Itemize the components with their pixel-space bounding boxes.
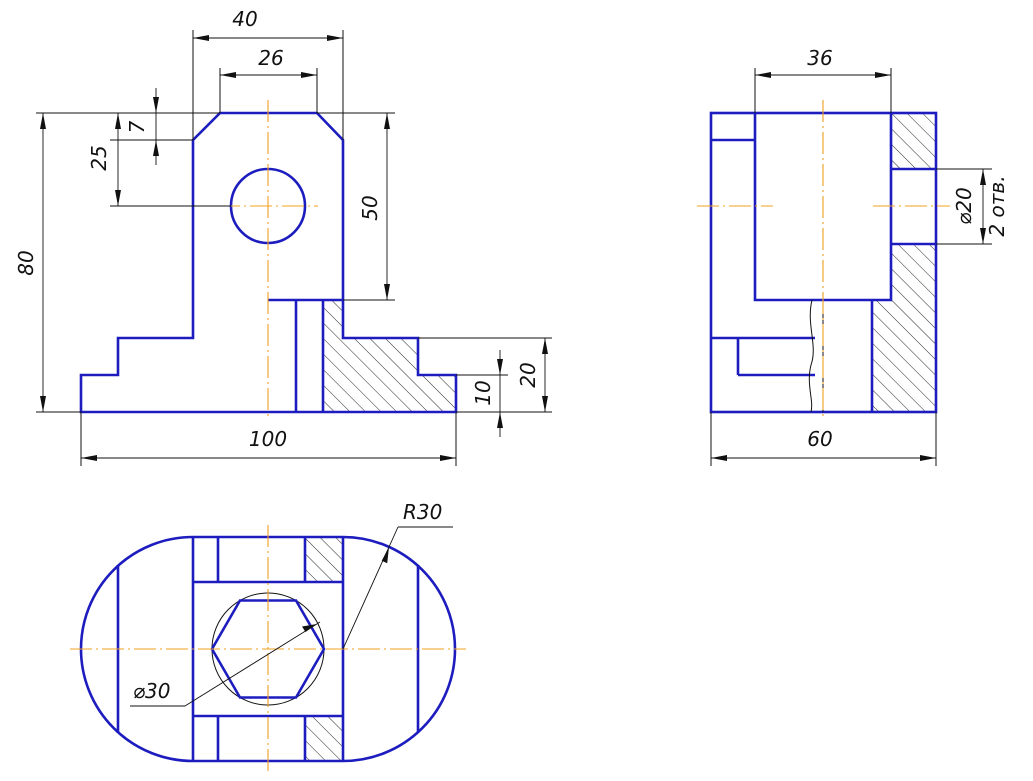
arrow <box>497 412 503 428</box>
arrow <box>153 140 159 156</box>
arrow <box>980 169 986 185</box>
side-hatch-bottom <box>872 244 936 412</box>
front-view: 40 26 7 25 80 50 100 10 <box>14 7 552 466</box>
arrow <box>153 97 159 113</box>
dim-text-80: 80 <box>14 250 38 275</box>
top-hatch-lower <box>305 716 343 761</box>
dim-text-25: 25 <box>87 145 111 170</box>
side-hatch-top <box>891 113 936 169</box>
arrow <box>327 35 343 41</box>
arrow <box>40 113 46 129</box>
front-section-hatch <box>323 300 456 412</box>
dim-text-100: 100 <box>249 427 287 451</box>
arrow <box>115 113 121 129</box>
arrow <box>40 396 46 412</box>
arrow <box>875 72 891 78</box>
arrow <box>755 72 771 78</box>
arrow <box>384 113 390 129</box>
dim-text-7: 7 <box>125 120 149 133</box>
arrow <box>115 190 121 206</box>
arrow <box>920 455 936 461</box>
arrow <box>711 455 727 461</box>
leader-d30 <box>184 621 321 707</box>
dim-text-10: 10 <box>471 380 495 405</box>
dim-text-50: 50 <box>358 195 382 220</box>
arrow <box>302 624 317 632</box>
arrow <box>980 228 986 244</box>
dim-text-d20: ⌀20 <box>952 187 976 225</box>
dim-text-40: 40 <box>232 7 257 31</box>
dim-text-26: 26 <box>258 46 283 70</box>
arrow <box>301 72 317 78</box>
leader-r30 <box>342 526 399 650</box>
side-break-line <box>808 299 814 413</box>
dim-text-d30: ⌀30 <box>133 679 171 703</box>
arrow <box>193 35 209 41</box>
arrow <box>384 284 390 300</box>
arrow <box>381 547 389 564</box>
dim-text-hole-count: 2 отв. <box>985 175 1009 236</box>
dim-text-36: 36 <box>807 46 832 70</box>
arrow <box>542 396 548 412</box>
dim-text-20: 20 <box>516 362 540 387</box>
arrow <box>542 338 548 354</box>
top-view: R30 ⌀30 <box>70 500 466 775</box>
arrow <box>81 455 97 461</box>
side-view: 36 ⌀20 2 отв. 60 <box>697 46 1009 466</box>
arrow <box>497 359 503 375</box>
arrow <box>440 455 456 461</box>
arrow <box>220 72 236 78</box>
top-hatch-upper <box>305 537 343 582</box>
dim-text-r30: R30 <box>403 500 442 524</box>
dim-text-60: 60 <box>807 427 832 451</box>
